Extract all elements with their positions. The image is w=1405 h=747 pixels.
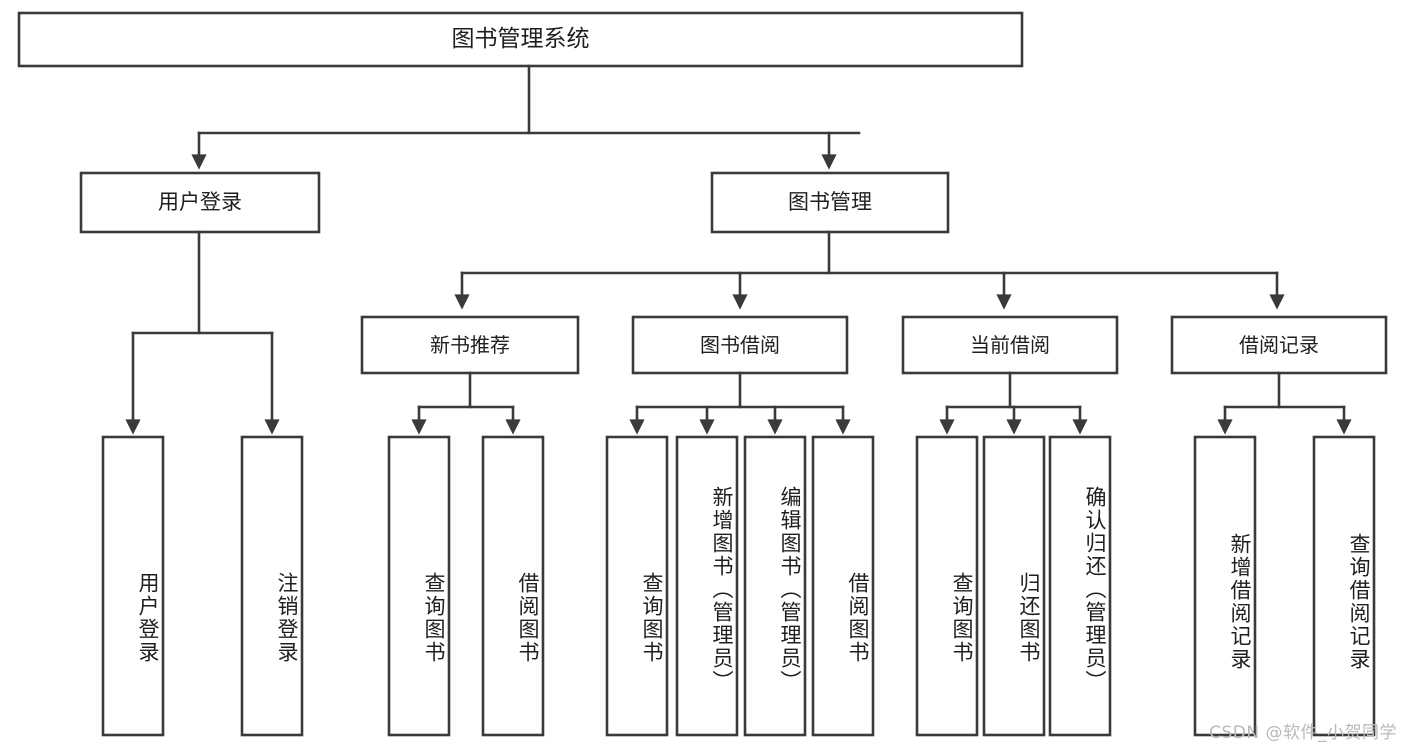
leaf-box-book-borrow-4[interactable] — [811, 435, 875, 737]
leaf-box-book-borrow-2[interactable] — [675, 435, 739, 737]
leaf-box-new-book-2[interactable] — [481, 435, 545, 737]
node-current-borrow-box[interactable] — [901, 315, 1119, 375]
node-book-borrow-box[interactable] — [631, 315, 849, 375]
node-user-login-box[interactable] — [79, 171, 321, 234]
leaf-box-book-borrow-1[interactable] — [605, 435, 669, 737]
leaf-box-borrow-record-1[interactable] — [1193, 435, 1257, 737]
leaf-box-user-login-2[interactable] — [240, 435, 304, 737]
node-new-book-box[interactable] — [360, 315, 580, 375]
watermark-label: CSDN @软件_小贺同学 — [1209, 723, 1397, 743]
leaf-box-user-login-1[interactable] — [101, 435, 165, 737]
leaf-box-borrow-record-2[interactable] — [1312, 435, 1376, 737]
node-borrow-record-box[interactable] — [1170, 315, 1388, 375]
leaf-box-book-borrow-3[interactable] — [743, 435, 807, 737]
leaf-box-current-borrow-1[interactable] — [915, 435, 979, 737]
node-root-box[interactable] — [17, 11, 1024, 68]
leaf-box-current-borrow-2[interactable] — [982, 435, 1046, 737]
leaf-box-new-book-1[interactable] — [387, 435, 451, 737]
leaf-box-current-borrow-3[interactable] — [1048, 435, 1112, 737]
node-book-manage-box[interactable] — [710, 171, 950, 234]
